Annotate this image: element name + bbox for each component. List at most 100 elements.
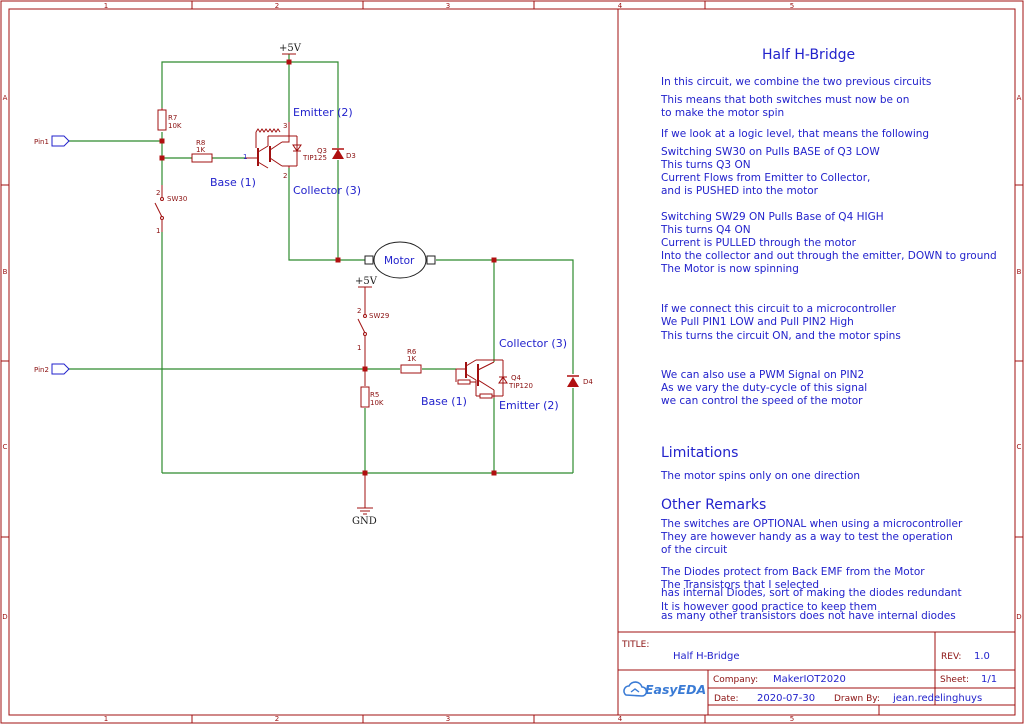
note-line: If we connect this circuit to a microcon…	[661, 303, 897, 315]
remark-line: of the circuit	[661, 544, 727, 556]
zone-col-1: 1	[104, 2, 108, 10]
q3-collector-label: Collector (3)	[293, 184, 361, 197]
pin-annotations: Emitter (2) Base (1) Collector (3) Colle…	[210, 106, 567, 412]
resistor-r7: R7 10K	[157, 108, 182, 131]
note-line: and is PUSHED into the motor	[661, 185, 819, 197]
r6-value: 1K	[407, 355, 416, 363]
zone-col-5: 5	[790, 2, 794, 10]
zone-row-d-right: D	[1016, 613, 1021, 621]
resistor-r8: R8 1K	[191, 139, 213, 163]
note-line: We can also use a PWM Signal on PIN2	[661, 369, 864, 381]
resistor-r5: R5 10K	[360, 386, 384, 408]
note-line: Switching SW30 on Pulls BASE of Q3 LOW	[661, 146, 880, 158]
diode-d4: D4	[567, 375, 593, 387]
note-line: Current Flows from Emitter to Collector,	[661, 172, 870, 184]
junctions	[159, 59, 497, 476]
note-line: This turns the circuit ON, and the motor…	[660, 330, 901, 342]
zone-col-5-bottom: 5	[790, 715, 794, 723]
diode-d3: D3	[332, 148, 356, 160]
limitations-heading: Limitations	[661, 445, 738, 461]
r7-value: 10K	[168, 122, 182, 130]
notes-panel: Half H-Bridge In this circuit, we combin…	[660, 47, 997, 622]
q4-value: TIP120	[508, 382, 533, 390]
pin1-label: Pin1	[34, 138, 49, 146]
note-line: In this circuit, we combine the two prev…	[661, 76, 931, 88]
note-line: As we vary the duty-cycle of this signal	[661, 382, 867, 394]
zone-col-4: 4	[618, 2, 623, 10]
sheet-label: Sheet:	[940, 675, 969, 685]
date-label: Date:	[714, 694, 739, 704]
sw30-ref: SW30	[167, 195, 187, 203]
r7-ref: R7	[168, 114, 177, 122]
note-line: we can control the speed of the motor	[661, 395, 863, 407]
drawn-by-value: jean.redelinghuys	[892, 693, 982, 704]
q4-ref: Q4	[511, 374, 522, 382]
note-line: Switching SW29 ON Pulls Base of Q4 HIGH	[661, 211, 884, 223]
note-line: This turns Q4 ON	[660, 224, 751, 236]
remark-line: They are however handy as a way to test …	[660, 531, 953, 543]
company-label: Company:	[713, 675, 758, 685]
limitation-line: The motor spins only on one direction	[660, 470, 860, 482]
power-symbol-mid: +5V	[355, 276, 378, 288]
note-line: Current is PULLED through the motor	[661, 237, 857, 249]
power-label-top: +5V	[279, 43, 302, 54]
zone-row-c-right: C	[1017, 443, 1022, 451]
q3-value: TIP125	[302, 154, 327, 162]
d3-ref: D3	[346, 152, 356, 160]
remark-line: It is however good practice to keep them	[661, 601, 877, 613]
drawn-by-label: Drawn By:	[834, 694, 880, 704]
symbol-wires	[161, 185, 366, 508]
note-line: We Pull PIN1 LOW and Pull PIN2 High	[661, 316, 854, 328]
title-label: TITLE:	[621, 640, 649, 650]
notes-title: Half H-Bridge	[762, 47, 855, 63]
remarks-heading: Other Remarks	[661, 497, 766, 513]
remark-line: The Diodes protect from Back EMF from th…	[660, 566, 925, 578]
transistor-q3: 1 3 2 Q3 TIP125	[243, 122, 327, 180]
zone-col-1-bottom: 1	[104, 715, 108, 723]
r5-value: 10K	[370, 399, 384, 407]
transistor-q4: Q4 TIP120	[455, 359, 533, 399]
remark-line: The switches are OPTIONAL when using a m…	[660, 518, 963, 530]
remark-line: has internal Diodes, sort of making the …	[661, 587, 962, 599]
r6-ref: R6	[407, 348, 417, 356]
q3-pin-3: 3	[283, 122, 287, 130]
q3-ref: Q3	[317, 147, 327, 155]
r5-ref: R5	[370, 391, 379, 399]
q4-base-label: Base (1)	[421, 395, 467, 408]
sw30-pin-2: 2	[156, 189, 160, 197]
ground-symbol: GND	[352, 507, 377, 527]
q3-base-label: Base (1)	[210, 176, 256, 189]
zone-col-3: 3	[446, 2, 450, 10]
company-value: MakerIOT2020	[773, 674, 846, 685]
q4-emitter-label: Emitter (2)	[499, 399, 559, 412]
pin1-port: Pin1	[34, 135, 70, 147]
pin2-label: Pin2	[34, 366, 49, 374]
sw30-pin-1: 1	[156, 227, 160, 235]
date-value: 2020-07-30	[757, 693, 815, 704]
zone-row-a-right: A	[1017, 94, 1022, 102]
note-line: This turns Q3 ON	[660, 159, 751, 171]
sw29-ref: SW29	[369, 312, 389, 320]
zone-row-a: A	[3, 94, 8, 102]
sw29-pin-2: 2	[357, 307, 361, 315]
motor-label: Motor	[384, 255, 415, 267]
note-line: This means that both switches must now b…	[660, 94, 909, 106]
rev-value: 1.0	[974, 651, 990, 662]
zone-col-2-bottom: 2	[275, 715, 279, 723]
easyeda-logo-text: EasyEDA	[645, 682, 706, 697]
power-label-mid: +5V	[355, 276, 378, 287]
switch-sw30: 2 1 SW30	[154, 189, 187, 235]
zone-row-b-right: B	[1017, 268, 1022, 276]
motor: Motor	[364, 241, 436, 279]
resistor-r6: R6 1K	[400, 348, 422, 374]
sheet-value: 1/1	[981, 674, 997, 685]
q3-pin-2: 2	[283, 172, 287, 180]
d4-ref: D4	[583, 378, 593, 386]
zone-col-3-bottom: 3	[446, 715, 450, 723]
q3-emitter-label: Emitter (2)	[293, 106, 353, 119]
title-block: TITLE: Half H-Bridge REV: 1.0 Company: M…	[617, 631, 1016, 716]
